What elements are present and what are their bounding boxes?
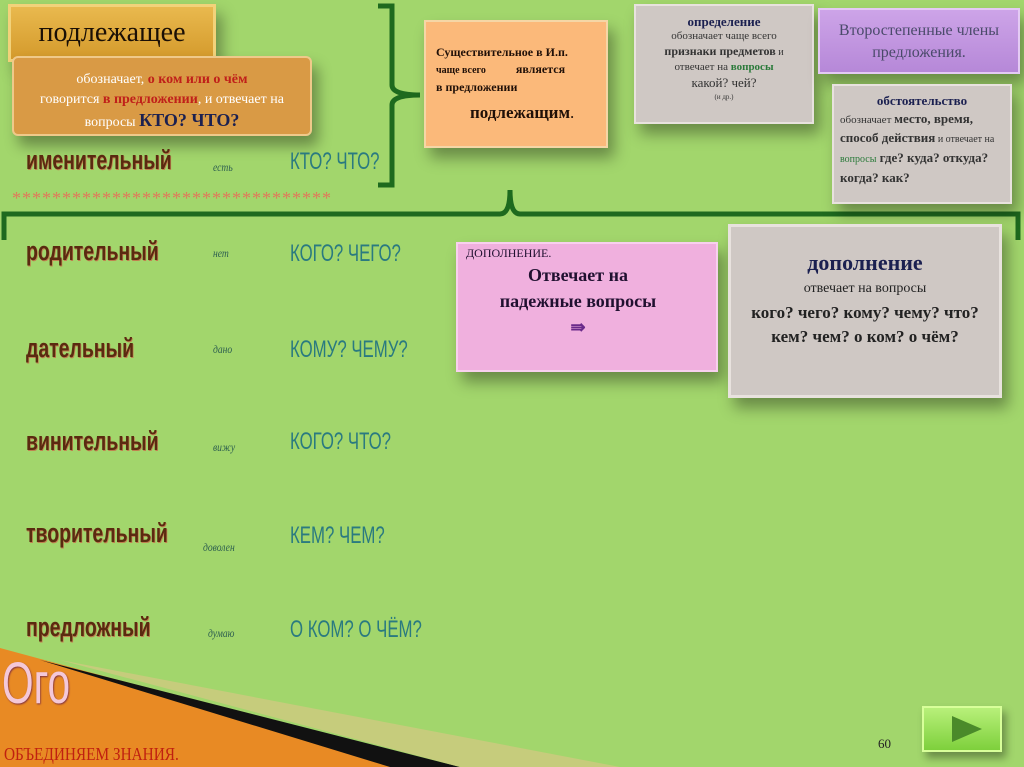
text: ДОПОЛНЕНИЕ. <box>466 246 552 260</box>
footer-black <box>40 660 460 767</box>
next-slide-button[interactable] <box>922 706 1002 752</box>
text: кого? чего? кому? чему? что? кем? чем? о… <box>751 303 979 346</box>
case-name: родительный <box>26 236 159 266</box>
case-questions: О КОМ? О ЧЁМ? <box>290 616 422 643</box>
text: , и отвечает на вопросы <box>84 92 284 130</box>
text: в предложении <box>436 80 518 94</box>
text: где? куда? откуда? когда? как? <box>840 150 989 185</box>
logo: Ого <box>2 651 71 716</box>
case-example: дано <box>213 342 233 356</box>
horizontal-brace <box>1 189 1021 240</box>
text: в предложении <box>102 92 198 107</box>
case-example: есть <box>213 160 233 174</box>
case-name: творительный <box>26 518 168 548</box>
object-box: дополнение отвечает на вопросы кого? чег… <box>728 224 1002 398</box>
case-example: вижу <box>213 440 236 454</box>
text: место, время, способ действия <box>840 111 974 145</box>
text: отвечает на вопросы <box>803 281 927 296</box>
text: отвечает на вопросы <box>674 61 774 73</box>
text: обозначает <box>840 114 895 126</box>
case-questions: КОГО? ЧТО? <box>290 428 392 455</box>
text: дополнение <box>807 250 923 275</box>
subject-title: подлежащее <box>8 4 216 62</box>
text: говорится <box>40 92 103 107</box>
play-arrow-icon <box>952 716 982 742</box>
text: Существительное в И.п. <box>436 45 568 59</box>
slogan: ОБЪЕДИНЯЕМ ЗНАНИЯ. <box>4 744 179 764</box>
object-case-box: ДОПОЛНЕНИЕ. Отвечает на падежные вопросы… <box>456 242 718 372</box>
footer-khaki <box>60 660 620 767</box>
text: обозначает чаще всего <box>671 30 777 42</box>
text: Отвечает на падежные вопросы ⇛ <box>499 265 657 337</box>
case-questions: КТО? ЧТО? <box>290 148 380 175</box>
right-brace <box>378 3 421 188</box>
text: и отвечает на <box>935 134 995 145</box>
case-questions: КОГО? ЧЕГО? <box>290 240 401 267</box>
case-questions: КОМУ? ЧЕМУ? <box>290 336 408 363</box>
page-number: 60 <box>878 736 891 751</box>
case-questions: КЕМ? ЧЕМ? <box>290 522 385 549</box>
text: определение <box>687 14 761 29</box>
case-name: предложный <box>26 612 151 642</box>
secondary-members-title: Второстепенные члены предложения. <box>818 8 1020 74</box>
text: подлежащим. <box>470 103 575 122</box>
case-example: нет <box>213 246 229 260</box>
circumstance-box: обстоятельство обозначает место, время, … <box>832 84 1012 204</box>
text: вопросы <box>840 154 877 165</box>
text: какой? чей? <box>691 75 757 90</box>
text: (и др.) <box>714 93 734 101</box>
case-name: винительный <box>26 426 159 456</box>
text: признаки предметов и <box>664 44 784 58</box>
definition-box: определение обозначает чаще всего призна… <box>634 4 814 124</box>
text: обозначает, <box>76 72 148 87</box>
text: обстоятельство <box>876 93 968 108</box>
separator: ******************************** <box>12 188 332 208</box>
case-name: дательный <box>26 333 135 363</box>
text: о ком или о чём <box>147 72 248 87</box>
case-example: думаю <box>208 626 235 640</box>
text: КТО? ЧТО? <box>139 110 240 130</box>
subject-description: обозначает, о ком или о чём говорится в … <box>12 56 312 136</box>
case-example: доволен <box>203 540 235 554</box>
case-name: именительный <box>26 145 172 175</box>
